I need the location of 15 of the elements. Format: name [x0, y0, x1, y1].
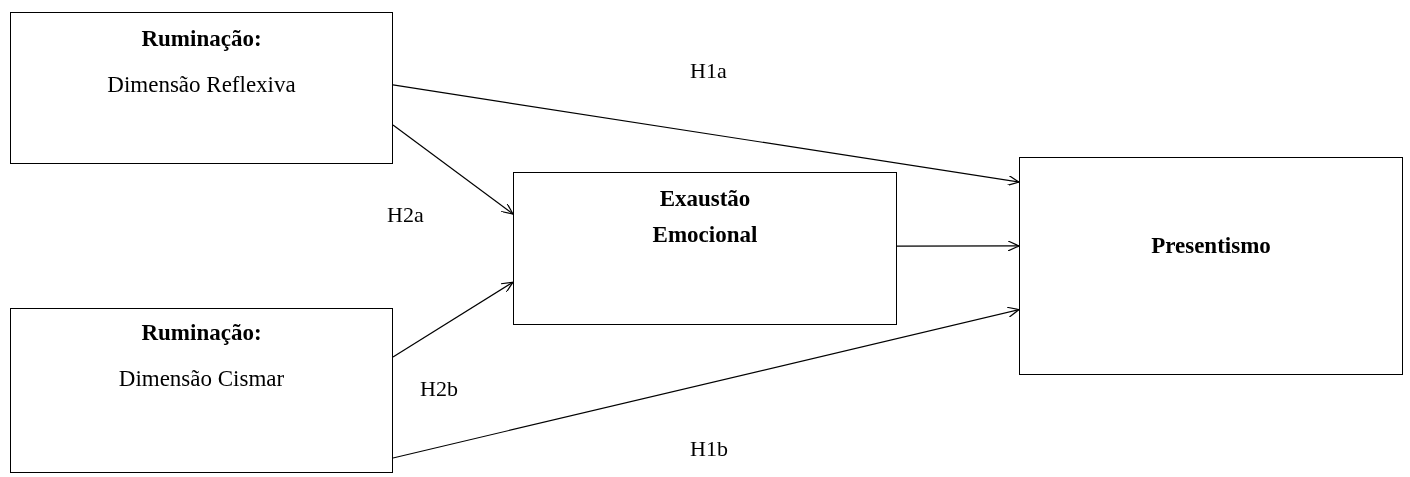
node-label: Presentismo: [1151, 232, 1271, 260]
process-box: [10, 12, 393, 164]
node-label: Dimensão Cismar: [118, 364, 285, 393]
heading-text: Ruminação:: [141, 319, 262, 347]
arrow: [392, 84, 1020, 186]
process-box: [513, 172, 897, 325]
process-box: [1019, 157, 1403, 375]
arrow: [392, 281, 514, 358]
heading-text: Ruminação:: [141, 25, 262, 53]
node-label: Dimensão Reflexiva: [107, 70, 296, 99]
arrow: [392, 306, 1020, 459]
process-box: [10, 308, 393, 473]
arrow: [896, 240, 1020, 252]
node-label: Exaustão Emocional: [651, 185, 759, 249]
arrow: [392, 124, 514, 215]
